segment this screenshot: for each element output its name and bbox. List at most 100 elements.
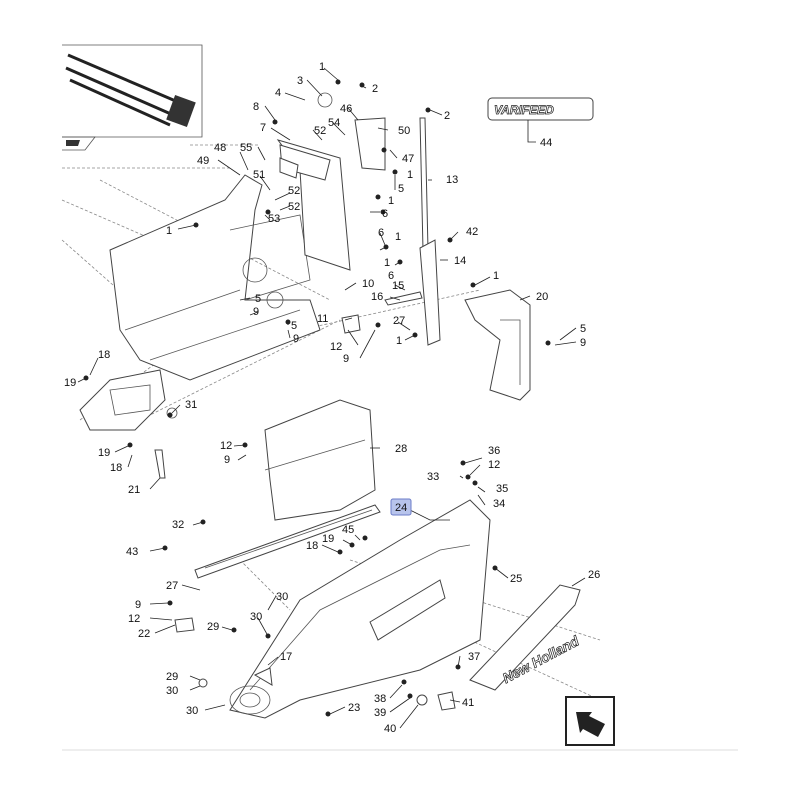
callout-46[interactable]: 46	[340, 103, 352, 115]
callout-15[interactable]: 15	[392, 280, 404, 292]
callout-54[interactable]: 54	[328, 117, 340, 129]
callout-30c[interactable]: 30	[166, 685, 178, 697]
callout-14[interactable]: 14	[454, 255, 466, 267]
callout-41[interactable]: 41	[462, 697, 474, 709]
callout-2b[interactable]: 2	[444, 110, 450, 122]
callout-1e[interactable]: 1	[395, 231, 401, 243]
shield-cover-24	[229, 499, 491, 719]
callout-38[interactable]: 38	[374, 693, 386, 705]
callout-9b[interactable]: 9	[293, 333, 299, 345]
callout-6b[interactable]: 6	[378, 227, 384, 239]
callout-39[interactable]: 39	[374, 707, 386, 719]
callout-30a[interactable]: 30	[276, 591, 288, 603]
callout-1f[interactable]: 1	[384, 257, 390, 269]
callout-18a[interactable]: 18	[98, 349, 110, 361]
callout-55[interactable]: 55	[240, 142, 252, 154]
callout-37[interactable]: 37	[468, 651, 480, 663]
callout-21[interactable]: 21	[128, 484, 140, 496]
callout-18b[interactable]: 18	[110, 462, 122, 474]
plate-11	[341, 314, 361, 334]
callout-12b[interactable]: 12	[220, 440, 232, 452]
callout-5b[interactable]: 5	[255, 293, 261, 305]
callout-7[interactable]: 7	[260, 122, 266, 134]
callout-31[interactable]: 31	[185, 399, 197, 411]
strip-27	[194, 504, 381, 579]
callout-5c[interactable]: 5	[291, 320, 297, 332]
callout-2a[interactable]: 2	[372, 83, 378, 95]
callout-23[interactable]: 23	[348, 702, 360, 714]
varifeed-decal: VARIFEED	[487, 97, 594, 121]
callout-27b[interactable]: 27	[166, 580, 178, 592]
callout-34[interactable]: 34	[493, 498, 505, 510]
callout-49[interactable]: 49	[197, 155, 209, 167]
callout-42[interactable]: 42	[466, 226, 478, 238]
callout-33[interactable]: 33	[427, 471, 439, 483]
callout-19c[interactable]: 19	[322, 533, 334, 545]
callout-19b[interactable]: 19	[98, 447, 110, 459]
callout-3[interactable]: 3	[297, 75, 303, 87]
callout-12c[interactable]: 12	[488, 459, 500, 471]
callout-1g[interactable]: 1	[493, 270, 499, 282]
varifeed-logo: VARIFEED	[494, 103, 554, 117]
callout-22[interactable]: 22	[138, 628, 150, 640]
callout-10[interactable]: 10	[362, 278, 374, 290]
callout-5d[interactable]: 5	[580, 323, 586, 335]
callout-43[interactable]: 43	[126, 546, 138, 558]
callout-9c[interactable]: 9	[343, 353, 349, 365]
callout-20[interactable]: 20	[536, 291, 548, 303]
callout-27a[interactable]: 27	[393, 315, 405, 327]
callout-35[interactable]: 35	[496, 483, 508, 495]
callout-24[interactable]: 24	[395, 502, 407, 514]
callout-9a[interactable]: 9	[253, 306, 259, 318]
highlighted-callout-box	[390, 498, 412, 516]
callout-51[interactable]: 51	[253, 169, 265, 181]
callout-48[interactable]: 48	[214, 142, 226, 154]
callout-6c[interactable]: 6	[388, 270, 394, 282]
callout-53[interactable]: 53	[268, 213, 280, 225]
callout-12d[interactable]: 12	[128, 613, 140, 625]
callout-8a[interactable]: 8	[253, 101, 259, 113]
callout-52c[interactable]: 52	[288, 201, 300, 213]
callout-17[interactable]: 17	[280, 651, 292, 663]
callout-18c[interactable]: 18	[306, 540, 318, 552]
callout-52a[interactable]: 52	[314, 125, 326, 137]
callout-19a[interactable]: 19	[64, 377, 76, 389]
callout-30d[interactable]: 30	[186, 705, 198, 717]
callout-26[interactable]: 26	[588, 569, 600, 581]
panel-28	[264, 399, 376, 521]
callout-29b[interactable]: 29	[166, 671, 178, 683]
callout-1c[interactable]: 1	[388, 195, 394, 207]
callout-36[interactable]: 36	[488, 445, 500, 457]
callout-1d[interactable]: 1	[166, 225, 172, 237]
lower-hinge	[79, 369, 178, 431]
callout-4[interactable]: 4	[275, 87, 281, 99]
callout-1a[interactable]: 1	[319, 61, 325, 73]
callout-16[interactable]: 16	[371, 291, 383, 303]
callout-9d[interactable]: 9	[580, 337, 586, 349]
callout-9e[interactable]: 9	[224, 454, 230, 466]
callout-6a[interactable]: 6	[382, 208, 388, 220]
callout-45[interactable]: 45	[342, 524, 354, 536]
callout-47[interactable]: 47	[402, 153, 414, 165]
callout-9f[interactable]: 9	[135, 599, 141, 611]
callout-28[interactable]: 28	[395, 443, 407, 455]
callout-52b[interactable]: 52	[288, 185, 300, 197]
callout-1h[interactable]: 1	[396, 335, 402, 347]
callout-5a[interactable]: 5	[398, 183, 404, 195]
new-holland-decal: New Holland	[469, 584, 582, 691]
callout-44[interactable]: 44	[540, 137, 552, 149]
callout-25[interactable]: 25	[510, 573, 522, 585]
callout-29a[interactable]: 29	[207, 621, 219, 633]
callout-50[interactable]: 50	[398, 125, 410, 137]
callout-13[interactable]: 13	[446, 174, 458, 186]
callout-1b[interactable]: 1	[407, 169, 413, 181]
upper-bracket	[276, 92, 386, 271]
callout-30b[interactable]: 30	[250, 611, 262, 623]
callout-32[interactable]: 32	[172, 519, 184, 531]
callout-11[interactable]: 11	[317, 313, 328, 325]
callout-12a[interactable]: 12	[330, 341, 342, 353]
inset-thumbnail	[62, 44, 203, 151]
callout-40[interactable]: 40	[384, 723, 396, 735]
bolt-markers	[83, 79, 551, 717]
